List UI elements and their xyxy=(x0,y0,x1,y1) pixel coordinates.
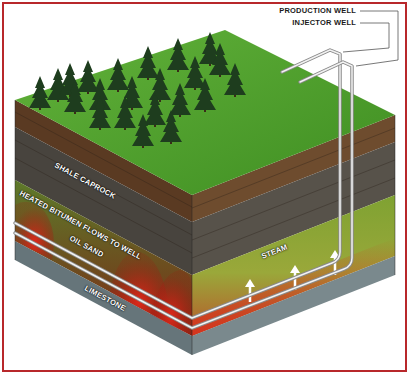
wells xyxy=(15,50,352,328)
tree xyxy=(160,110,182,144)
tree xyxy=(194,78,216,112)
tree xyxy=(137,46,159,80)
block-edges xyxy=(15,100,395,355)
tree xyxy=(169,83,191,117)
tree xyxy=(107,58,129,92)
forest xyxy=(29,32,246,148)
tree xyxy=(149,68,171,102)
process-label: HEATED BITUMEN FLOWS TO WELL xyxy=(18,189,143,263)
layer-label: SHALE CAPROCK xyxy=(53,161,118,202)
tree xyxy=(167,38,189,72)
tree xyxy=(132,114,154,148)
tree xyxy=(89,96,111,130)
process-label: STEAM xyxy=(260,242,289,261)
steam-arrow-head xyxy=(290,265,300,273)
steam-arrow-head xyxy=(245,279,255,287)
tree xyxy=(224,63,246,97)
production-well-pipe xyxy=(15,62,352,328)
frame-border xyxy=(3,3,406,371)
callout-label: INJECTOR WELL xyxy=(292,18,356,28)
layer-label: LIMESTONE xyxy=(83,284,128,314)
tree xyxy=(114,96,136,130)
tree xyxy=(29,76,51,110)
tree xyxy=(209,43,231,77)
limestone-layer-left xyxy=(15,241,192,355)
leader-line xyxy=(356,11,398,66)
production-well-pipe xyxy=(15,62,352,328)
injector-well-pipe xyxy=(15,50,340,318)
leader-line xyxy=(343,23,389,52)
callout-label: PRODUCTION WELL xyxy=(279,6,356,16)
injector-well-pipe xyxy=(15,50,340,318)
tree xyxy=(144,93,166,127)
